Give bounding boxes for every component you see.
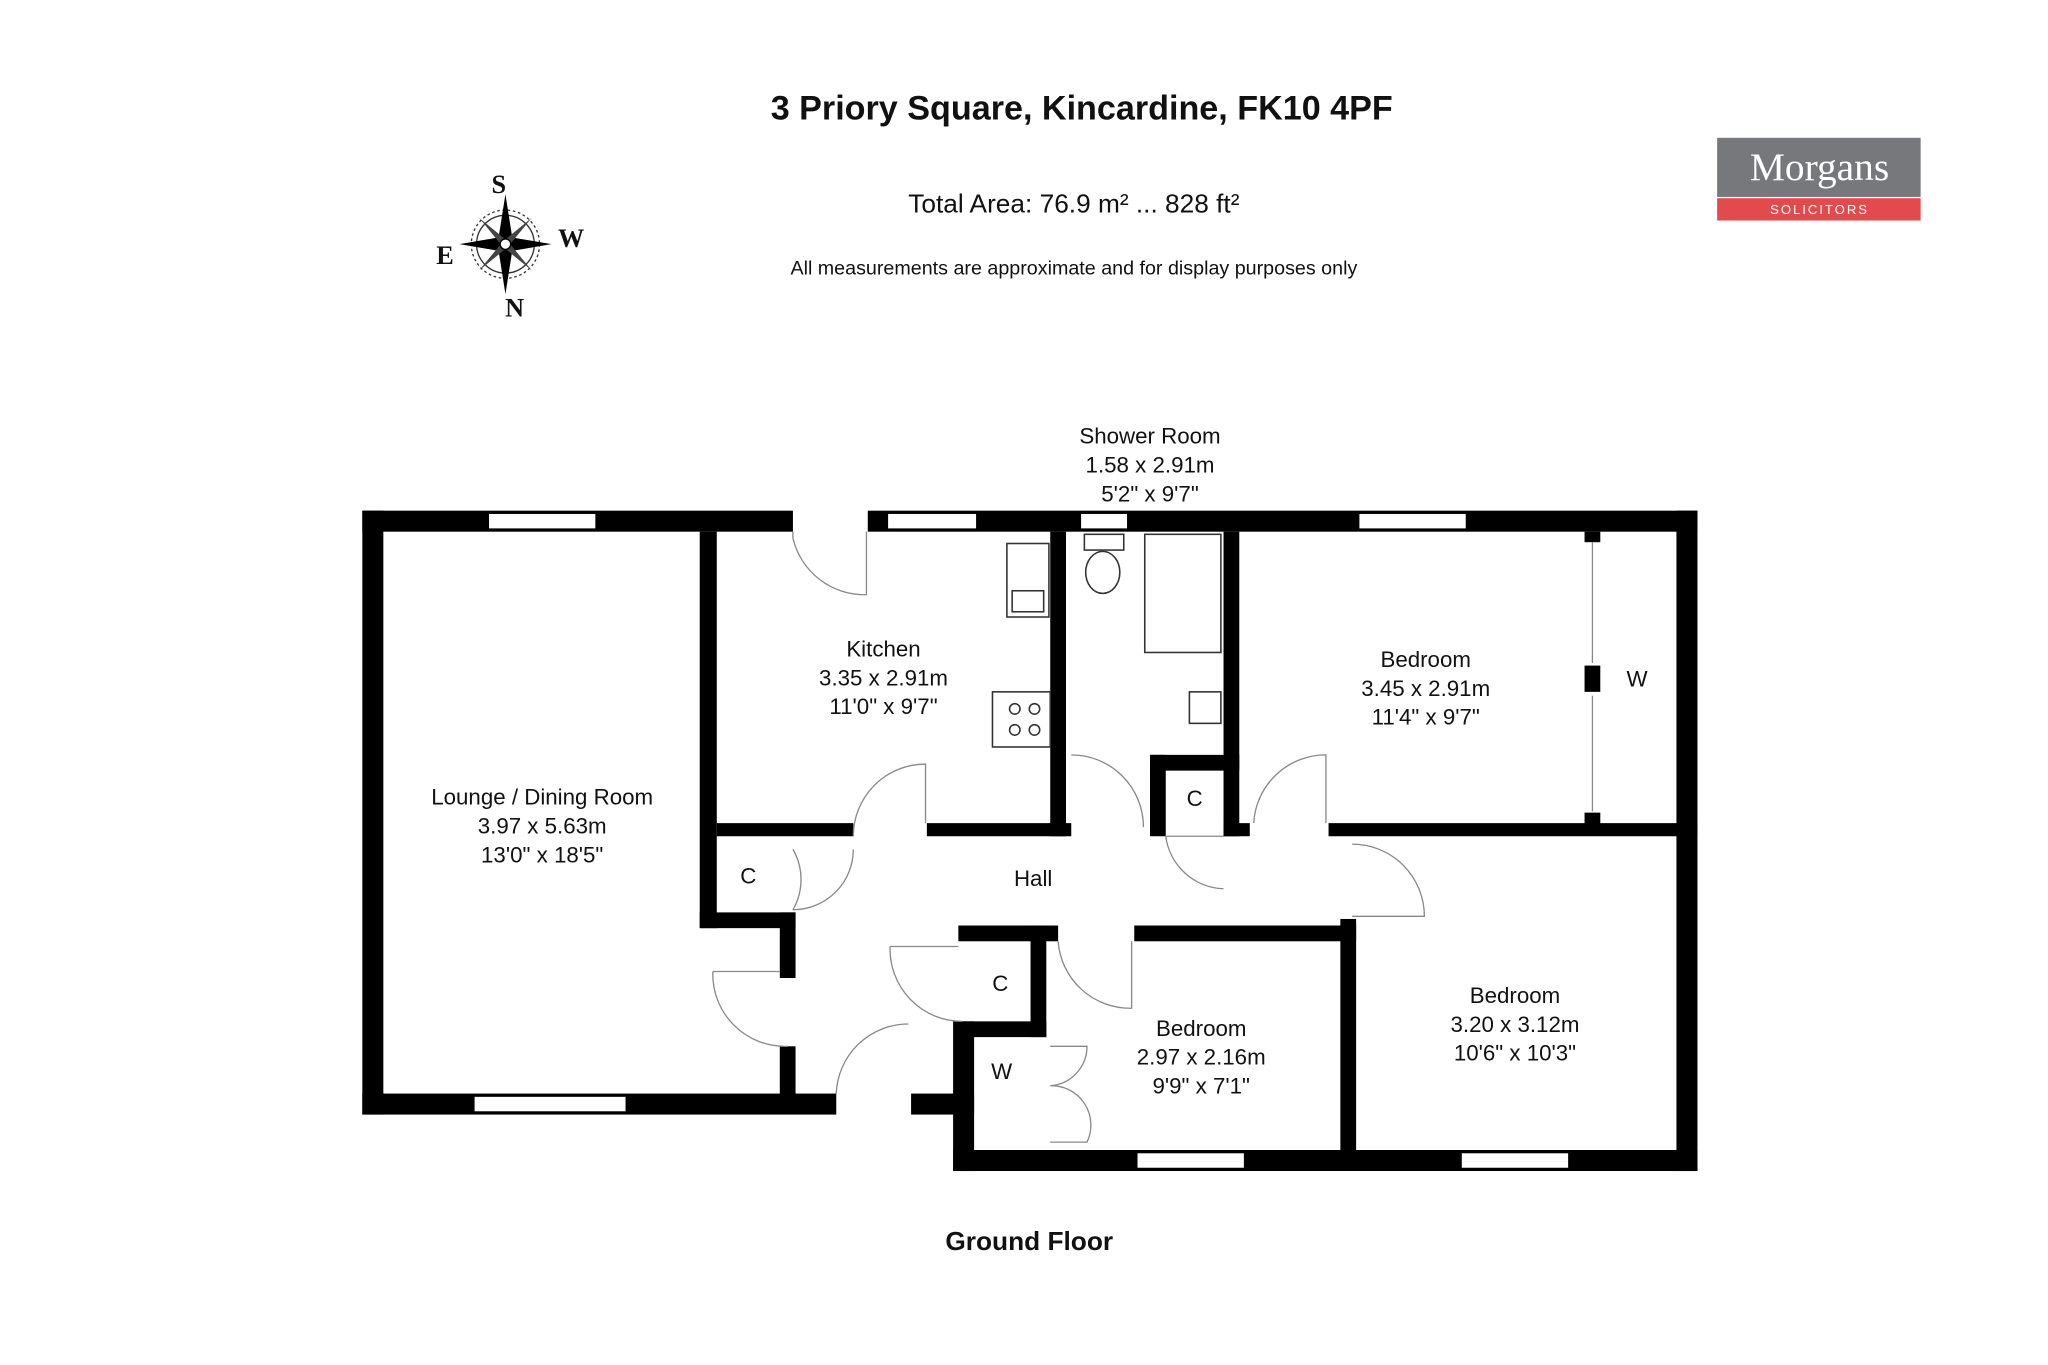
svg-text:1.58 x 2.91m: 1.58 x 2.91m	[1086, 453, 1215, 478]
svg-text:11'4" x 9'7": 11'4" x 9'7"	[1372, 705, 1480, 730]
cupboard-label: C	[992, 971, 1008, 996]
cupboard-label: C	[740, 864, 756, 889]
compass-south: S	[492, 170, 507, 199]
svg-text:SOLICITORS: SOLICITORS	[1770, 202, 1869, 217]
svg-text:2.97 x 2.16m: 2.97 x 2.16m	[1137, 1045, 1266, 1070]
morgans-logo: Morgans SOLICITORS	[1717, 137, 1921, 221]
room-bedroom-3: Bedroom 3.20 x 3.12m 10'6" x 10'3"	[1451, 983, 1580, 1066]
svg-text:3.20 x 3.12m: 3.20 x 3.12m	[1451, 1012, 1580, 1037]
total-area: Total Area: 76.9 m² ... 828 ft²	[908, 189, 1239, 219]
room-shower: Shower Room 1.58 x 2.91m 5'2" x 9'7"	[1079, 424, 1220, 507]
svg-text:3.45 x 2.91m: 3.45 x 2.91m	[1361, 676, 1490, 701]
wardrobe-label: W	[1627, 667, 1648, 692]
compass-west: W	[558, 224, 584, 253]
svg-text:3.35 x 2.91m: 3.35 x 2.91m	[819, 665, 948, 690]
svg-text:Shower Room: Shower Room	[1079, 424, 1220, 449]
fixtures	[991, 533, 1222, 748]
svg-text:Morgans: Morgans	[1750, 145, 1889, 189]
compass-icon: S W E N	[436, 170, 584, 322]
svg-text:Bedroom: Bedroom	[1470, 983, 1560, 1008]
svg-text:9'9" x 7'1": 9'9" x 7'1"	[1152, 1074, 1249, 1099]
toilet-icon	[1083, 533, 1125, 551]
wardrobe-label: W	[991, 1059, 1012, 1084]
svg-text:10'6" x 10'3": 10'6" x 10'3"	[1454, 1041, 1576, 1066]
svg-text:Lounge / Dining Room: Lounge / Dining Room	[431, 785, 653, 810]
basin-icon	[1188, 691, 1222, 725]
room-bedroom-1: Bedroom 3.45 x 2.91m 11'4" x 9'7"	[1361, 647, 1490, 730]
svg-text:3.97 x 5.63m: 3.97 x 5.63m	[478, 814, 607, 839]
floor-label: Ground Floor	[945, 1226, 1113, 1256]
page-title: 3 Priory Square, Kincardine, FK10 4PF	[771, 89, 1393, 127]
svg-text:Bedroom: Bedroom	[1380, 647, 1470, 672]
svg-text:Kitchen: Kitchen	[846, 636, 920, 661]
room-kitchen: Kitchen 3.35 x 2.91m 11'0" x 9'7"	[819, 636, 948, 719]
room-bedroom-2: Bedroom 2.97 x 2.16m 9'9" x 7'1"	[1137, 1016, 1266, 1099]
windows	[473, 512, 1570, 1170]
cupboard-label: C	[1187, 786, 1203, 811]
doors	[712, 531, 1594, 1143]
shower-tray-icon	[1143, 533, 1222, 654]
hob-icon	[991, 691, 1052, 748]
room-lounge: Lounge / Dining Room 3.97 x 5.63m 13'0" …	[431, 785, 653, 868]
svg-text:Bedroom: Bedroom	[1156, 1016, 1246, 1041]
svg-text:11'0" x 9'7": 11'0" x 9'7"	[829, 694, 937, 719]
svg-text:13'0" x 18'5": 13'0" x 18'5"	[481, 843, 603, 868]
room-hall: Hall	[1014, 866, 1052, 891]
disclaimer: All measurements are approximate and for…	[790, 257, 1357, 279]
compass-east: E	[436, 241, 454, 270]
svg-text:5'2" x 9'7": 5'2" x 9'7"	[1101, 481, 1198, 506]
compass-north: N	[505, 293, 524, 322]
